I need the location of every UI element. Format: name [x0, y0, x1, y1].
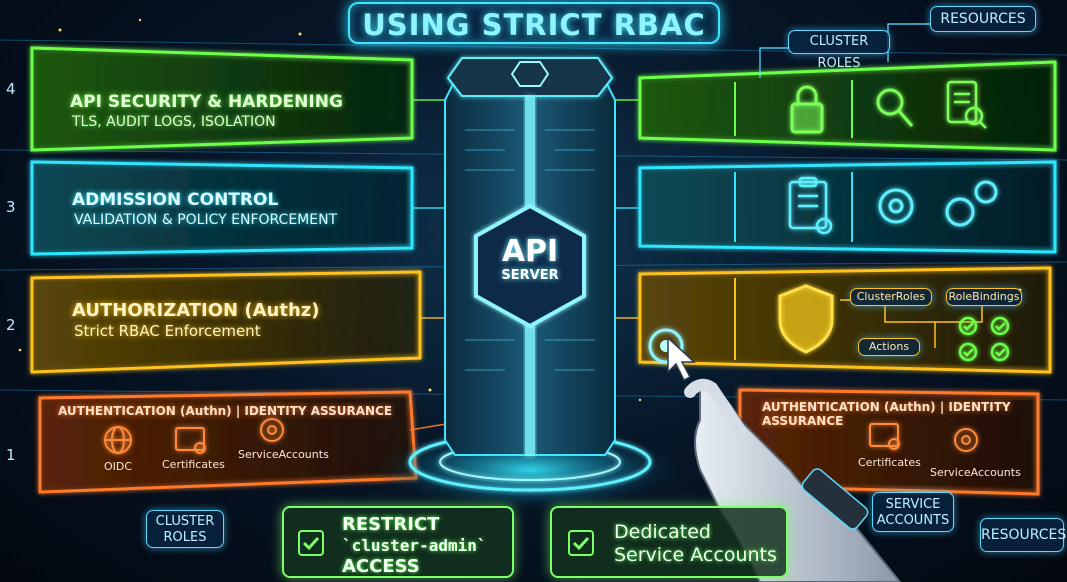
auth-item-serviceaccounts: ServiceAccounts	[238, 448, 329, 461]
layer-number-4: 4	[6, 80, 16, 98]
rbac-role-bindings-box: RoleBindings	[946, 288, 1022, 306]
auth-item-certificates: Certificates	[162, 458, 225, 471]
panel-layer-3-right	[638, 160, 1057, 254]
dedicated-line-1: Dedicated	[614, 521, 711, 543]
panel-layer-4-right	[638, 60, 1057, 152]
certificate-icon-right	[869, 423, 900, 450]
gear-icon	[878, 188, 914, 224]
search-icon	[876, 88, 914, 127]
check-icon	[302, 536, 320, 551]
layer-4-subtitle: TLS, AUDIT LOGS, ISOLATION	[72, 114, 276, 130]
check-box-icon-2	[568, 530, 594, 556]
layer-number-1: 1	[6, 446, 16, 464]
auth-item-oidc: OIDC	[104, 460, 133, 473]
server-label: SERVER	[501, 268, 559, 283]
layer-number-3: 3	[6, 198, 16, 216]
panel-separators	[734, 80, 853, 360]
restrict-line-1: RESTRICT	[342, 514, 440, 535]
rbac-cluster-roles-box: ClusterRoles	[850, 288, 932, 306]
panel-layer-2-right	[638, 266, 1052, 374]
restrict-line-2: `cluster-admin`	[342, 536, 487, 555]
dedicated-line-2: Service Accounts	[614, 544, 777, 566]
layer-3-title: ADMISSION CONTROL	[72, 190, 279, 210]
clipboard-check-icon	[788, 176, 833, 235]
service-account-icon	[260, 418, 284, 442]
tag-cluster-roles-bottom: CLUSTER ROLES	[146, 510, 224, 548]
tag-cluster-roles-line1: CLUSTER	[155, 514, 215, 529]
api-hexagon	[474, 203, 586, 329]
dedicated-service-accounts-button[interactable]: Dedicated Service Accounts	[550, 506, 788, 578]
document-search-icon	[946, 80, 987, 129]
check-icon-2	[572, 536, 590, 551]
api-server-tower	[370, 57, 690, 512]
right-auth-title: AUTHENTICATION (Authn) | IDENTITY ASSURA…	[762, 400, 1011, 428]
shield-icon	[778, 284, 834, 354]
restrict-cluster-admin-button[interactable]: RESTRICT `cluster-admin` ACCESS	[282, 506, 514, 578]
right-auth-certificates: Certificates	[858, 456, 921, 469]
api-label: API	[501, 234, 559, 269]
tag-resources-bottom: RESOURCES	[980, 518, 1066, 552]
rbac-flow-lines	[840, 299, 983, 348]
layer-3-subtitle: VALIDATION & POLICY ENFORCEMENT	[74, 212, 338, 228]
layer-number-2: 2	[6, 316, 16, 334]
panel-layer-4-left	[30, 46, 414, 152]
tag-cluster-roles-line2: ROLES	[163, 530, 207, 545]
tag-service-accounts-line2: ACCOUNTS	[876, 513, 950, 528]
cursor-icon	[667, 336, 696, 382]
tag-cluster-roles-top: CLUSTER ROLES	[788, 30, 890, 71]
layer-4-title: API SECURITY & HARDENING	[70, 92, 343, 112]
globe-icon	[104, 426, 132, 454]
page-title: USING STRICT RBAC	[348, 2, 720, 44]
tag-service-accounts: SERVICE ACCOUNTS	[872, 492, 954, 532]
panel-layer-3-left	[30, 160, 414, 256]
rbac-actions-box: Actions	[858, 338, 920, 356]
tag-service-accounts-line1: SERVICE	[885, 497, 941, 512]
panel-layer-2-left	[30, 270, 422, 374]
layer-2-subtitle: Strict RBAC Enforcement	[74, 322, 261, 340]
check-icons	[958, 316, 1010, 362]
lock-icon	[790, 85, 824, 134]
certificate-icon	[175, 427, 206, 454]
layer-2-title: AUTHORIZATION (Authz)	[72, 300, 320, 321]
check-box-icon	[298, 530, 324, 556]
layer-1-title: AUTHENTICATION (Authn) | IDENTITY ASSURA…	[58, 404, 393, 418]
tag-resources-top: RESOURCES	[930, 6, 1036, 32]
right-auth-serviceaccounts: ServiceAccounts	[930, 466, 1021, 479]
service-account-icon-right	[954, 428, 978, 452]
gears-icon	[945, 180, 998, 227]
restrict-line-3: ACCESS	[342, 556, 420, 577]
